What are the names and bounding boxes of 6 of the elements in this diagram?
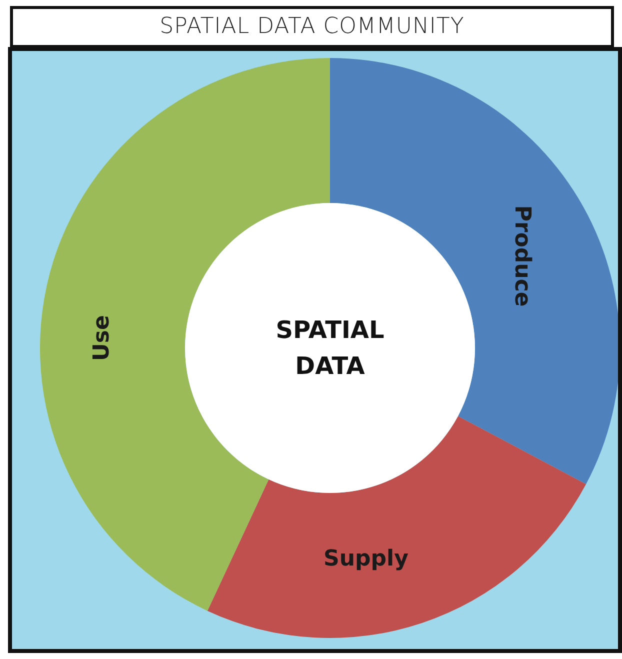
segment-label: Produce (510, 205, 534, 307)
title-banner: SPATIAL DATA COMMUNITY (10, 6, 614, 48)
segment-label: Use (90, 315, 114, 361)
center-label: SPATIAL DATA (274, 315, 386, 382)
segment-label: Supply (324, 546, 408, 572)
donut-segment (207, 416, 587, 638)
